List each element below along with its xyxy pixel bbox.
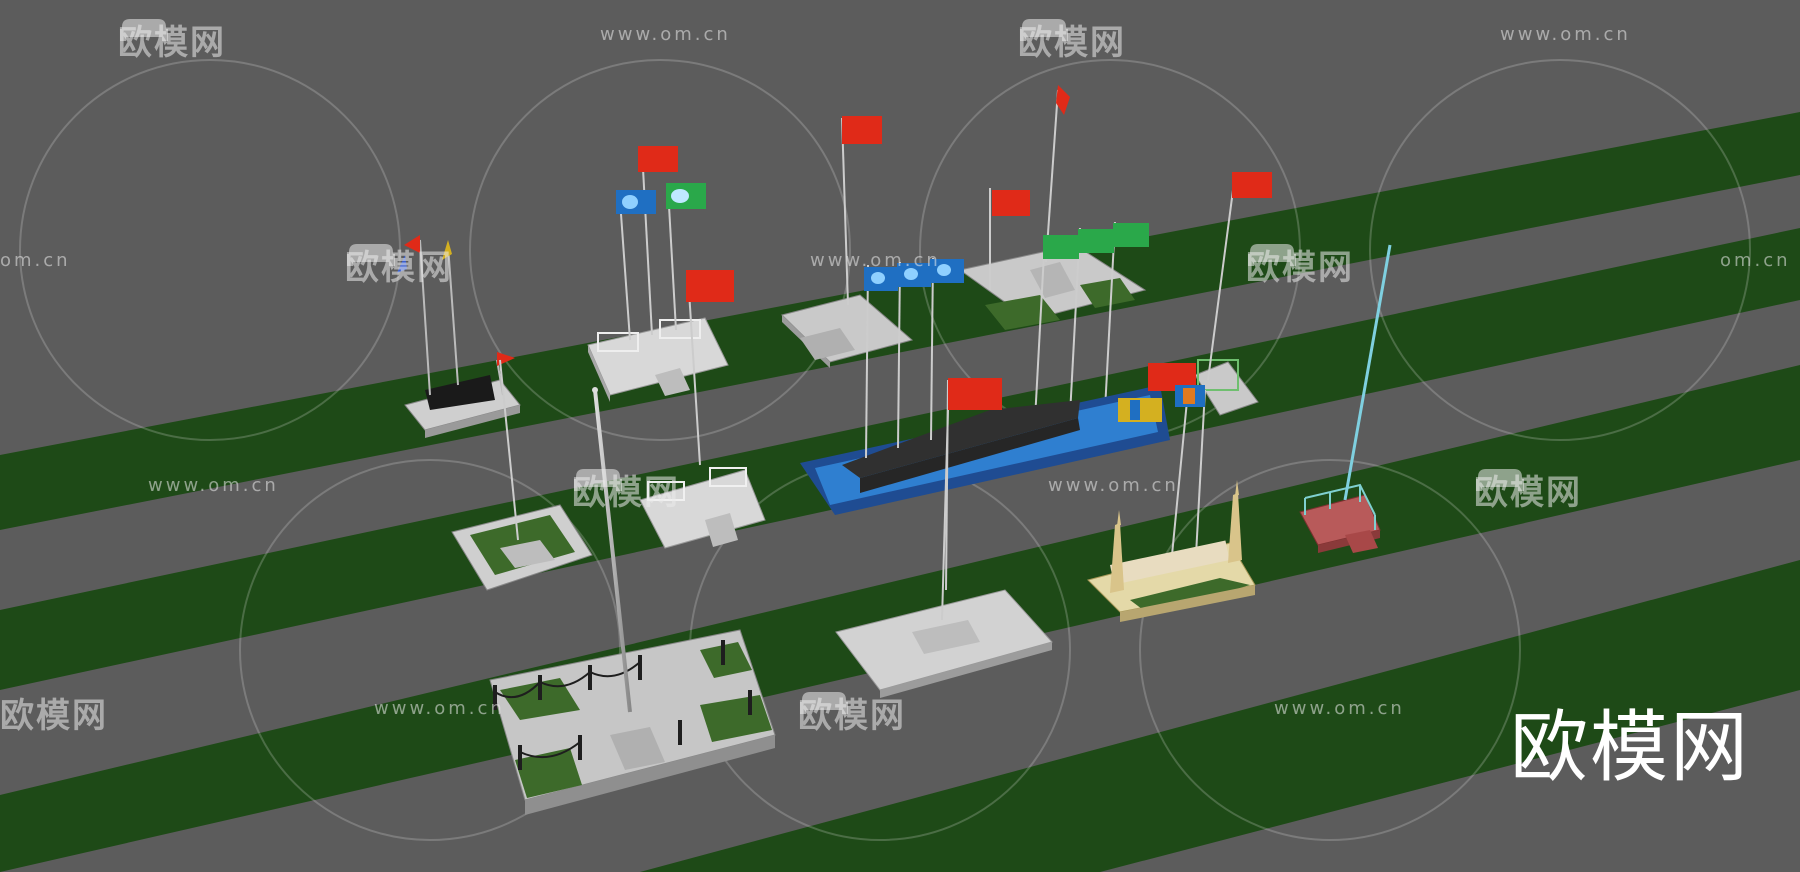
watermark-logo-partial: 欧模网 bbox=[0, 688, 108, 737]
sofa-icon bbox=[1476, 469, 1524, 491]
flag-platform-obelisks bbox=[1087, 480, 1256, 622]
watermark-url-partial: om.cn bbox=[0, 250, 71, 271]
watermark-logo: 欧模网 bbox=[1474, 465, 1582, 514]
watermark-logo: 欧模网 bbox=[572, 465, 680, 514]
flag-platform-railing-right bbox=[1148, 172, 1272, 556]
flag-platform-red-railing bbox=[1299, 244, 1392, 553]
watermark-url: www.om.cn bbox=[600, 24, 731, 45]
sofa-icon bbox=[1248, 244, 1296, 266]
sofa-icon bbox=[120, 19, 168, 41]
flag-monument-water bbox=[800, 257, 1170, 591]
flag-plaza-chain-fence bbox=[489, 387, 776, 815]
flag-platform-stone-slab bbox=[835, 409, 1053, 698]
flag-platform-sign bbox=[397, 235, 521, 438]
brand-logo-large: 欧模网 bbox=[1510, 703, 1751, 793]
watermark-logo: 欧模网 bbox=[798, 688, 906, 737]
flag-platform-green-flags bbox=[958, 85, 1149, 421]
watermark-url: www.om.cn bbox=[1274, 698, 1405, 719]
watermark-logo: 欧模网 bbox=[345, 240, 453, 289]
watermark-logo: 欧模网 bbox=[118, 15, 226, 64]
sofa-icon bbox=[347, 244, 395, 266]
watermark-logo: 欧模网 bbox=[1246, 240, 1354, 289]
watermark-url: www.om.cn bbox=[148, 475, 279, 496]
watermark-url: www.om.cn bbox=[1048, 475, 1179, 496]
tall-pole bbox=[593, 389, 632, 713]
sofa-icon bbox=[1020, 19, 1068, 41]
cyan-pole bbox=[1343, 244, 1392, 501]
watermark-url: www.om.cn bbox=[810, 250, 941, 271]
sofa-icon bbox=[800, 692, 848, 714]
sofa-icon bbox=[574, 469, 622, 491]
watermark-logo: 欧模网 bbox=[1018, 15, 1126, 64]
flag-platform-carved bbox=[639, 467, 766, 549]
watermark-url: www.om.cn bbox=[1500, 24, 1631, 45]
watermark-logo-text: 欧模网 bbox=[0, 696, 108, 736]
watermark-url: www.om.cn bbox=[374, 698, 505, 719]
flag-platform-balustrade bbox=[587, 146, 734, 466]
flag-platform-lawn-square bbox=[451, 359, 593, 591]
flag-platform-steps-center bbox=[781, 116, 914, 368]
lawn-strip-4 bbox=[640, 560, 1800, 872]
watermark-url-partial: om.cn bbox=[1720, 250, 1791, 271]
